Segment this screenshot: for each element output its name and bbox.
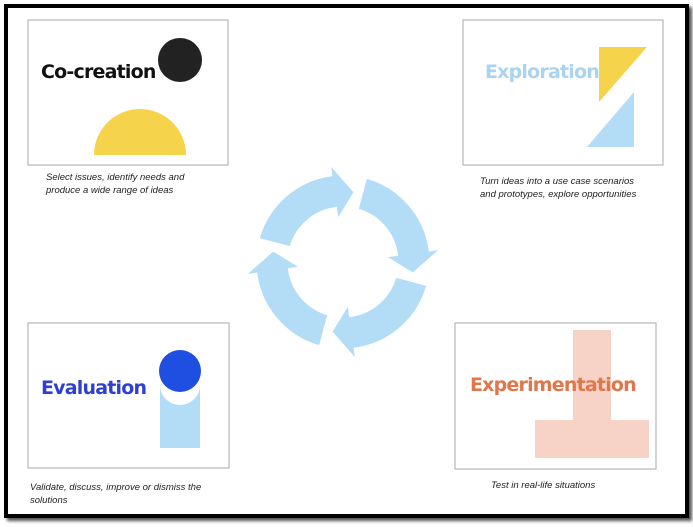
arrow-bottom-icon — [328, 274, 430, 367]
stage-title: Co-creation — [41, 61, 156, 83]
yellow-triangle-shape — [599, 47, 647, 102]
stage-card-experimentation: Experimentation — [454, 322, 657, 470]
yellow-semicircle-shape — [94, 109, 186, 155]
pink-horizontal-shape — [535, 420, 649, 458]
blue-triangle-shape — [587, 92, 634, 147]
stage-title: Experimentation — [470, 374, 636, 396]
pink-vertical-shape — [573, 330, 611, 422]
arrow-left-icon — [238, 247, 331, 349]
arrow-top-icon — [256, 157, 358, 250]
stage-caption: and prototypes, explore opportunities — [480, 189, 637, 200]
stage-caption: Turn ideas into a use case scenarios — [480, 176, 634, 187]
cycle-arrows — [238, 157, 448, 367]
stage-caption: Select issues, identify needs and — [46, 172, 185, 183]
stage-caption: solutions — [30, 495, 68, 506]
arrow-right-icon — [355, 175, 448, 277]
blue-circle-shape — [159, 350, 201, 392]
stage-title: Evaluation — [41, 377, 146, 399]
stage-caption: produce a wide range of ideas — [45, 185, 174, 196]
stage-card-co-creation: Co-creation — [27, 19, 229, 166]
stage-caption: Test in real-life situations — [491, 480, 595, 491]
stage-card-exploration: Exploration — [462, 19, 664, 166]
stage-card-evaluation: Evaluation — [27, 322, 230, 469]
black-circle-shape — [158, 38, 202, 82]
stage-caption: Validate, discuss, improve or dismiss th… — [30, 482, 201, 493]
stage-title: Exploration — [485, 61, 599, 83]
